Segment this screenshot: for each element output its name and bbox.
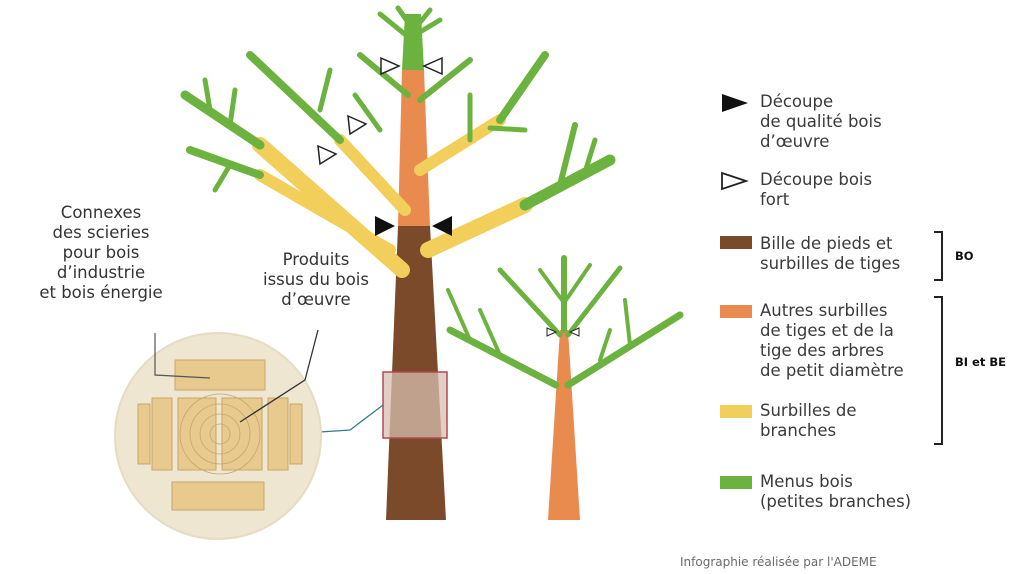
label-connexes-line: pour bois <box>62 243 140 262</box>
small-tree-cut-markers <box>546 327 580 337</box>
legend-line: Bille de pieds et <box>760 234 893 253</box>
label-connexes: Connexes des scieries pour bois d’indust… <box>36 203 166 303</box>
legend-line: de petit diamètre <box>760 361 904 380</box>
credit-text: Infographie réalisée par l'ADEME <box>680 555 877 569</box>
legend-swatch-green <box>720 476 752 489</box>
legend-line: Découpe bois <box>760 170 873 189</box>
group-tag-bi-be: BI et BE <box>955 355 1006 369</box>
group-tag-bo: BO <box>955 249 974 263</box>
bracket-bi-be <box>934 296 943 445</box>
legend-line: (petites branches) <box>760 492 912 511</box>
connexes-leader <box>154 333 211 379</box>
big-tree-twigs <box>377 5 443 43</box>
legend-strong-cut-icon <box>721 171 749 191</box>
legend-quality-cut: Découpe de qualité bois d’œuvre <box>760 92 882 152</box>
legend-autres-surbilles: Autres surbilles de tiges et de la tige … <box>760 301 904 381</box>
small-tree-branches <box>446 255 684 389</box>
label-connexes-line: des scieries <box>52 223 150 242</box>
legend-line: d’œuvre <box>760 132 830 151</box>
legend-menus-bois: Menus bois (petites branches) <box>760 472 911 512</box>
strong-cut-markers <box>317 56 443 166</box>
legend-strong-cut: Découpe bois fort <box>760 170 872 210</box>
legend-line: branches <box>760 421 837 440</box>
legend-line: surbilles de tiges <box>760 254 901 273</box>
label-connexes-line: et bois énergie <box>39 283 163 302</box>
legend-line: de tiges et de la <box>760 321 894 340</box>
label-produits: Produits issus du bois d’œuvre <box>252 250 380 310</box>
legend-line: de qualité bois <box>760 112 882 131</box>
legend-swatch-orange <box>720 305 752 318</box>
legend-swatch-yellow <box>720 405 752 418</box>
legend-quality-cut-icon <box>722 94 748 112</box>
big-tree-branches <box>180 51 616 278</box>
label-connexes-line: d’industrie <box>56 263 146 282</box>
zoom-connector <box>319 404 384 433</box>
legend-surbilles-branches: Surbilles de branches <box>760 401 857 441</box>
legend-swatch-brown <box>720 236 752 249</box>
bracket-bo <box>934 231 943 281</box>
label-connexes-line: Connexes <box>60 203 142 222</box>
legend-line: Surbilles de <box>760 401 857 420</box>
legend-bille-pieds: Bille de pieds et surbilles de tiges <box>760 234 900 274</box>
label-produits-line: Produits <box>282 250 350 269</box>
trunk-zoom-frame <box>382 371 448 439</box>
produits-leader <box>239 329 319 423</box>
log-cross-section <box>114 332 322 540</box>
small-tree-trunk <box>548 330 580 520</box>
label-produits-line: d’œuvre <box>281 290 351 309</box>
legend-line: tige des arbres <box>760 341 884 360</box>
legend-line: Menus bois <box>760 472 853 491</box>
quality-cut-markers <box>375 216 452 236</box>
legend-line: fort <box>760 190 790 209</box>
big-tree-trunk-upper <box>398 70 430 226</box>
legend-line: Découpe <box>760 92 834 111</box>
label-produits-line: issus du bois <box>262 270 369 289</box>
legend-line: Autres surbilles <box>760 301 888 320</box>
